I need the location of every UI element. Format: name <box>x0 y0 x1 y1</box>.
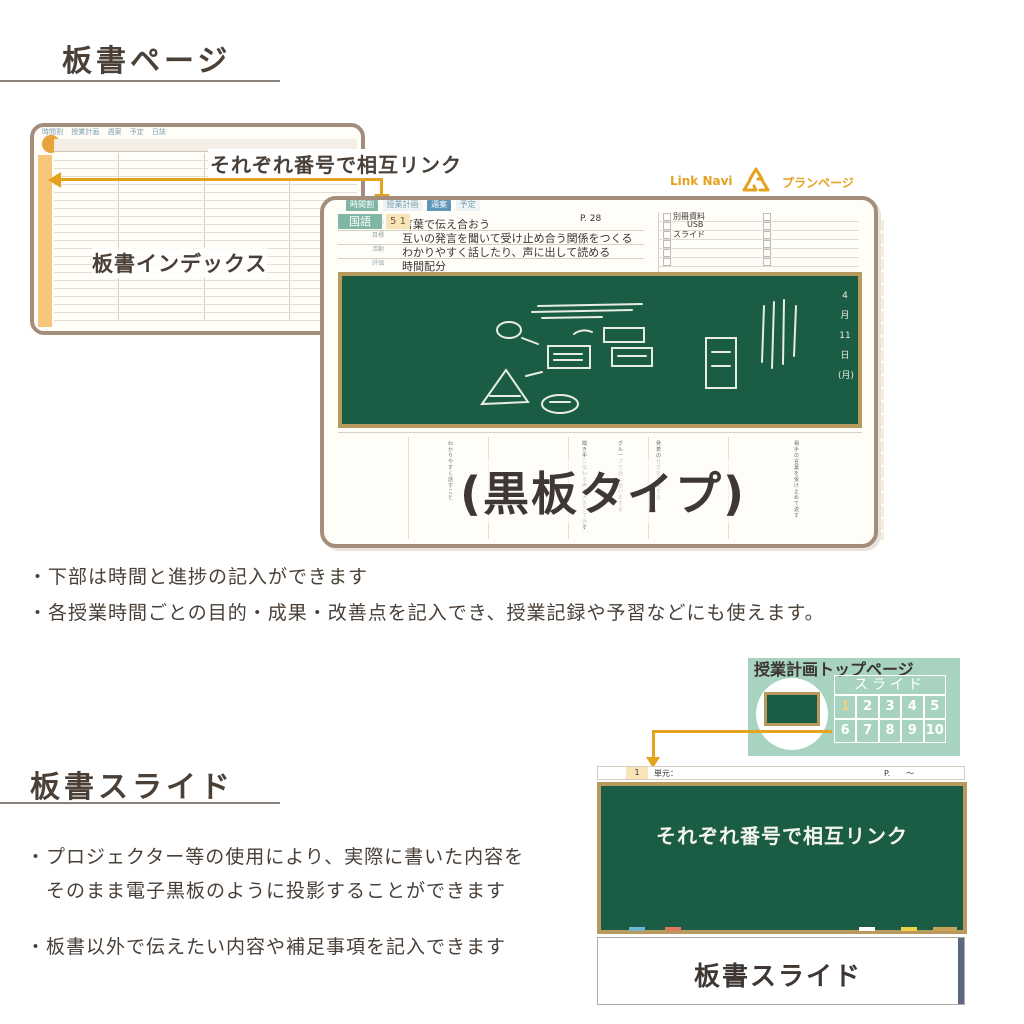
slide-link-8[interactable]: 8 <box>878 719 902 743</box>
materials-checklist: 別冊資料 USB スライド <box>658 212 859 272</box>
slide-label: 板書スライド <box>693 962 862 992</box>
index-tab[interactable]: 週案 <box>107 128 122 136</box>
slide-link-7[interactable]: 7 <box>856 719 879 743</box>
section-title-board-page: 板書ページ <box>62 44 232 79</box>
slide-link-5[interactable]: 5 <box>923 695 946 719</box>
slide-label-box: 板書スライド <box>597 937 965 1005</box>
slide-period: 1 <box>626 767 648 779</box>
note-text: わかりやすく話すこと <box>448 441 454 501</box>
board-page-tabs: 時間割 授業計画 週案 予定 <box>346 200 482 212</box>
eraser-icon <box>933 927 957 931</box>
material-item[interactable] <box>659 257 859 267</box>
material-item[interactable]: USB <box>659 220 859 231</box>
feature-bullet: ・各授業時間ごとの目的・成果・改善点を記入でき、授業記録や予習などにも使えます。 <box>28 602 825 624</box>
chalk-icon <box>629 927 645 931</box>
plan-page-link[interactable]: プランページ <box>782 176 854 190</box>
side-index-tabs[interactable] <box>874 220 884 540</box>
chalk-icon <box>665 927 681 931</box>
slide-link-10[interactable]: 10 <box>923 719 946 743</box>
slide-number-grid: スライド 1 2 3 4 5 6 7 8 9 10 <box>834 675 946 743</box>
section-title-board-slide: 板書スライド <box>30 770 234 805</box>
slide-link-2[interactable]: 2 <box>856 695 879 719</box>
feature-bullet: そのまま電子黒板のように投影することができます <box>26 880 507 902</box>
slide-page-label: P. ～ <box>884 769 915 778</box>
slide-link-4[interactable]: 4 <box>901 695 924 719</box>
lesson-row[interactable]: 目標 互いの発言を聞いて受け止め合う関係をつくる <box>338 230 644 245</box>
index-tab[interactable]: 時間割 <box>42 128 63 136</box>
slide-side-tab[interactable] <box>958 938 964 1004</box>
slide-board-text: それぞれ番号で相互リンク <box>656 824 908 848</box>
slide-link-1[interactable]: 1 <box>834 695 857 719</box>
feature-bullet: ・プロジェクター等の使用により、実際に書いた内容を <box>26 846 525 868</box>
link-navi-label: Link Navi <box>670 174 733 188</box>
board-date: 4 月 11 日 (月) <box>838 291 855 381</box>
slide-unit-label: 単元： <box>654 769 678 778</box>
notes-column <box>408 437 409 539</box>
section-underline <box>0 802 280 804</box>
chalk-icon <box>901 927 917 931</box>
chalkboard[interactable]: 4 月 11 日 (月) <box>338 272 862 428</box>
slide-link-6[interactable]: 6 <box>834 719 857 743</box>
tab-lesson-plan[interactable]: 授業計画 <box>382 200 423 211</box>
lesson-row[interactable]: 活動 わかりやすく話したり、声に出して読める <box>338 244 644 259</box>
index-header-row <box>54 139 357 152</box>
note-text: 相手の言葉を受け止めて返す <box>794 441 800 519</box>
tab-schedule[interactable]: 予定 <box>455 200 480 211</box>
lesson-header: 単元 言葉で伝え合おう 目標 互いの発言を聞いて受け止め合う関係をつくる 活動 … <box>338 212 644 273</box>
index-tab[interactable]: 日誌 <box>151 128 166 136</box>
tab-timetable[interactable]: 時間割 <box>346 200 378 211</box>
link-arrow-line <box>60 178 382 181</box>
board-page[interactable]: 時間割 授業計画 週案 予定 単元 言葉で伝え合おう 目標 互いの発言を聞いて受… <box>320 196 878 548</box>
board-type-label: (黒板タイプ) <box>460 458 747 524</box>
lesson-row[interactable]: 評価 時間配分 <box>338 258 644 273</box>
mini-chalkboard-icon <box>764 692 820 726</box>
page-number: P. 28 <box>580 214 602 224</box>
slide-link-3[interactable]: 3 <box>878 695 902 719</box>
index-tabs: 時間割 授業計画 週案 予定 日誌 <box>42 127 172 137</box>
slide-link-arrow-down-icon <box>646 757 660 768</box>
index-tab[interactable]: 予定 <box>129 128 144 136</box>
link-arrow-left-icon <box>48 172 61 188</box>
link-caption: それぞれ番号で相互リンク <box>208 149 464 178</box>
slide-link-arrow-line <box>652 730 832 733</box>
link-arrow-stem <box>380 178 383 196</box>
period-number: 5 1 <box>386 214 410 229</box>
recycle-icon <box>742 167 770 192</box>
index-number-strip <box>38 155 52 327</box>
tab-weekly[interactable]: 週案 <box>427 200 452 211</box>
slide-header-bar: 1 単元： P. ～ <box>597 766 965 780</box>
slide-chalkboard[interactable]: それぞれ番号で相互リンク <box>597 782 967 934</box>
material-item[interactable] <box>659 239 859 249</box>
chalk-drawing <box>480 299 797 414</box>
slide-link-arrow-stem <box>652 731 655 761</box>
feature-bullet: ・板書以外で伝えたい内容や補足事項を記入できます <box>26 936 507 958</box>
index-tab[interactable]: 授業計画 <box>71 128 100 136</box>
subject-tag: 国語 <box>338 214 382 229</box>
material-item[interactable]: 別冊資料 <box>659 212 859 222</box>
material-item[interactable]: スライド <box>659 230 859 240</box>
slide-link-9[interactable]: 9 <box>901 719 924 743</box>
board-index-label: 板書インデックス <box>92 248 268 278</box>
top-page-title: 授業計画トップページ <box>754 660 914 679</box>
feature-bullet: ・下部は時間と進捗の記入ができます <box>28 566 369 588</box>
slide-grid-header: スライド <box>834 675 946 695</box>
material-item[interactable] <box>659 248 859 258</box>
index-grid <box>54 153 357 321</box>
chalk-icon <box>859 927 875 931</box>
section-underline <box>0 80 280 82</box>
